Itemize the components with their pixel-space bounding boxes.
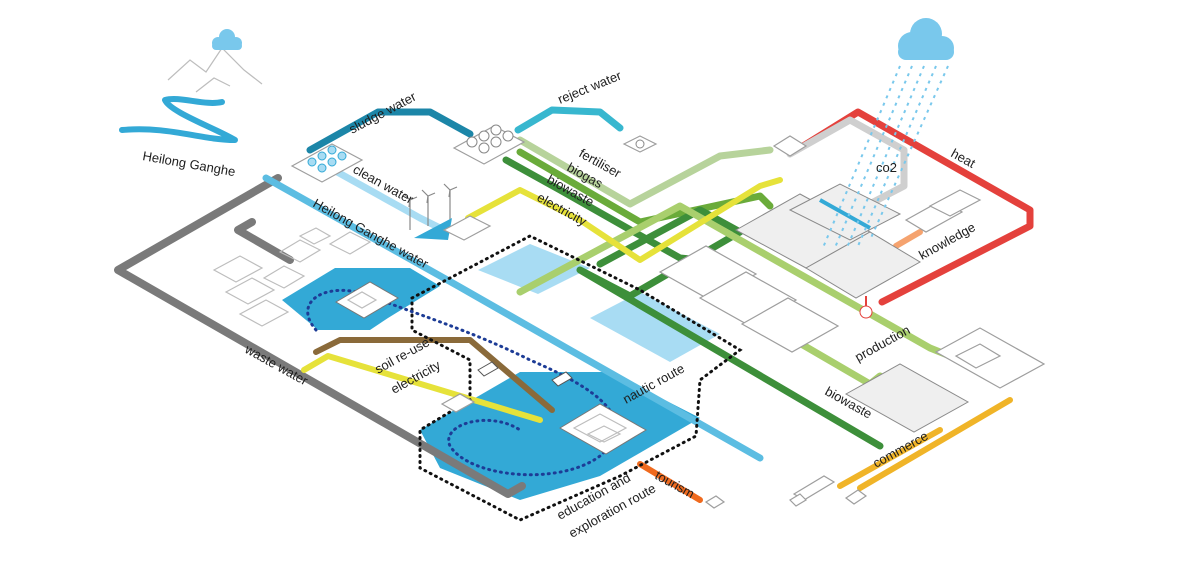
van-icon <box>844 489 868 505</box>
reject-water-flow <box>514 106 624 134</box>
electricity-top-flow <box>465 177 783 263</box>
label-heilong-ganghe-water: Heilong Ganghe water <box>311 196 432 272</box>
cloud-left-icon <box>212 29 242 50</box>
nautic-route <box>306 288 618 477</box>
commerce-flow <box>857 397 1013 491</box>
truck-icon <box>789 475 836 507</box>
wetland-basins <box>590 292 720 362</box>
label-reject-water: reject water <box>556 67 625 106</box>
grey-return-flow <box>234 218 294 264</box>
heat-unit <box>772 135 808 157</box>
commerce-flow-2 <box>837 427 943 489</box>
treated-water-pond <box>478 244 590 294</box>
building-small <box>440 393 476 413</box>
label-production: production <box>852 322 912 365</box>
boat-icon-2 <box>477 361 499 377</box>
rain-drops <box>821 65 949 251</box>
central-island <box>559 403 647 455</box>
exploration-route-boundary <box>410 234 743 522</box>
heilong-ganghe-water-flow <box>262 174 764 462</box>
knowledge-flow <box>893 229 923 249</box>
fertiliser-flow <box>516 136 774 208</box>
knowledge-center <box>904 189 982 233</box>
biogas-digester <box>452 124 526 165</box>
sludge-treatment-plant <box>290 143 364 183</box>
boat-icon <box>551 371 573 387</box>
waste-water-flow <box>114 174 526 498</box>
production-modules <box>658 245 840 353</box>
village-left <box>212 227 372 327</box>
bus-icon <box>704 495 726 509</box>
fan-icon <box>622 135 658 153</box>
market-module <box>844 363 970 433</box>
label-tourism: tourism <box>653 468 698 502</box>
rain-cloud-icon <box>898 18 954 60</box>
wind-turbines-icon <box>403 183 458 230</box>
filtration-unit <box>414 215 492 241</box>
label-co2: co2 <box>876 160 897 175</box>
soil-reuse-flow <box>313 337 555 413</box>
heilong-ganghe-river <box>119 96 238 143</box>
mountains-icon <box>167 47 263 93</box>
clean-water-flow <box>326 164 444 232</box>
label-waste-water: waste water <box>242 341 311 389</box>
tourism-flow <box>637 461 703 503</box>
commerce-center <box>934 327 1046 389</box>
island-settlement <box>335 281 399 319</box>
thermometer-icon <box>859 296 873 319</box>
sludge-water-flow <box>306 108 474 154</box>
label-heilong-ganghe: Heilong Ganghe <box>141 148 236 179</box>
co2-flow <box>786 116 908 212</box>
